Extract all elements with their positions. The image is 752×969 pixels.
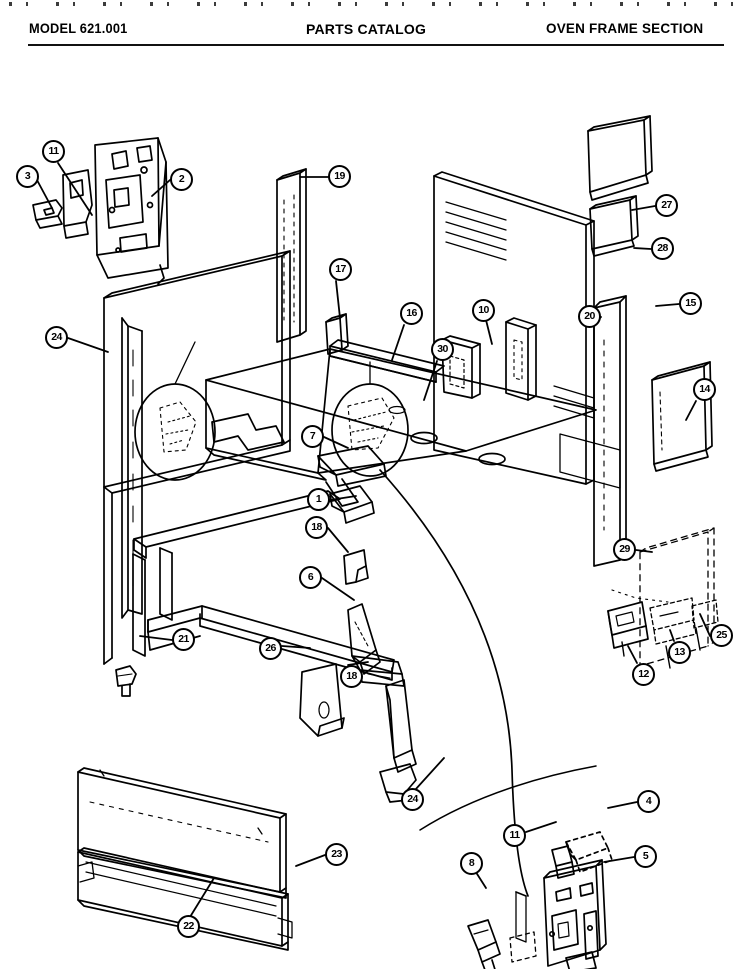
callout-22[interactable]: 22 (177, 915, 200, 938)
callout-8[interactable]: 8 (460, 852, 483, 875)
exploded-parts-diagram (0, 50, 752, 969)
callout-21[interactable]: 21 (172, 628, 195, 651)
diagram-linework (32, 115, 719, 969)
callout-12[interactable]: 12 (632, 663, 655, 686)
callout-17[interactable]: 17 (329, 258, 352, 281)
part-group-wire-harness-curve (379, 469, 597, 897)
model-number-label: MODEL 621.001 (29, 21, 128, 36)
callout-4[interactable]: 4 (637, 790, 660, 813)
part-group-bottom-control-box (467, 831, 613, 969)
part-group-rear-back-panel (433, 171, 621, 489)
callout-25[interactable]: 25 (710, 624, 733, 647)
part-group-front-bottom-foot (379, 679, 417, 803)
callout-18-upper[interactable]: 18 (305, 516, 328, 539)
header-divider (28, 44, 724, 46)
callout-23[interactable]: 23 (325, 843, 348, 866)
callout-20[interactable]: 20 (578, 305, 601, 328)
callout-13[interactable]: 13 (668, 641, 691, 664)
part-group-oven-floor-panel (205, 313, 597, 507)
callout-29[interactable]: 29 (613, 538, 636, 561)
callout-10[interactable]: 10 (472, 299, 495, 322)
callout-3[interactable]: 3 (16, 165, 39, 188)
callout-19[interactable]: 19 (328, 165, 351, 188)
callout-30[interactable]: 30 (431, 338, 454, 361)
callout-5[interactable]: 5 (634, 845, 657, 868)
callout-27[interactable]: 27 (655, 194, 678, 217)
callout-28[interactable]: 28 (651, 237, 674, 260)
callout-18-lower[interactable]: 18 (340, 665, 363, 688)
callout-26[interactable]: 26 (259, 637, 282, 660)
callout-14[interactable]: 14 (693, 378, 716, 401)
page-top-speckle-band (0, 2, 752, 6)
callout-16[interactable]: 16 (400, 302, 423, 325)
callout-24-left[interactable]: 24 (45, 326, 68, 349)
callout-11-lower[interactable]: 11 (503, 824, 526, 847)
part-group-front-frame-rails (115, 485, 405, 737)
part-group-right-hardware-cluster (607, 589, 719, 669)
part-group-left-side-panel (103, 250, 291, 665)
page-title: PARTS CATALOG (306, 21, 427, 37)
callout-15[interactable]: 15 (679, 292, 702, 315)
callout-24-bottom[interactable]: 24 (401, 788, 424, 811)
callout-7[interactable]: 7 (301, 425, 324, 448)
callout-6[interactable]: 6 (299, 566, 322, 589)
callout-2[interactable]: 2 (170, 168, 193, 191)
callout-1[interactable]: 1 (307, 488, 330, 511)
callout-11-upper[interactable]: 11 (42, 140, 65, 163)
part-group-upper-right-panels (587, 115, 653, 257)
section-title: OVEN FRAME SECTION (546, 21, 704, 36)
part-group-left-vertical-stile (276, 168, 307, 343)
